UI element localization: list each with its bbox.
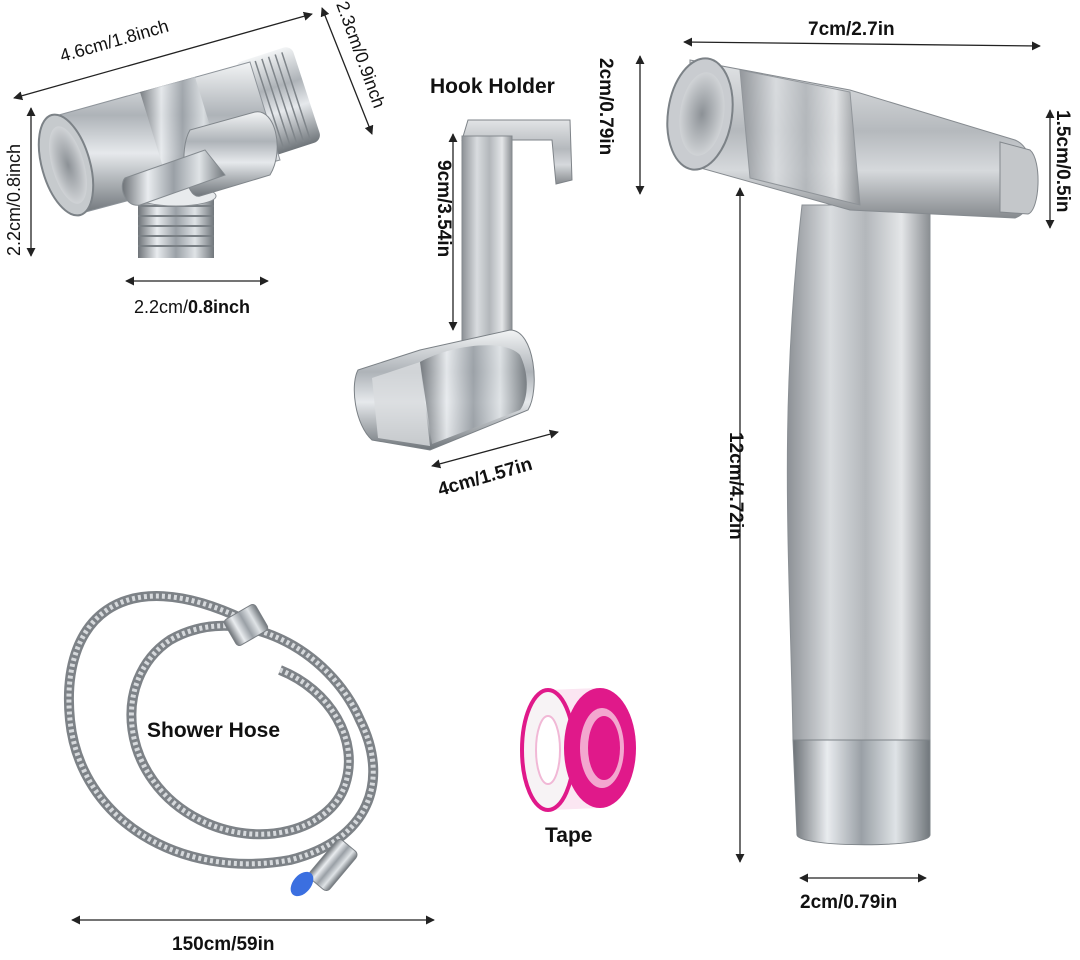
sprayer-head-label: 2cm/0.79in [595,58,616,155]
hose-bottom-fitting [308,839,358,891]
hose-length-label: 150cm/59in [172,934,274,955]
tape-title: Tape [545,824,592,847]
hook-strip [461,135,513,347]
sprayer-width-label: 7cm/2.7in [808,19,895,40]
hook-height-label: 9cm/3.54in [433,160,454,257]
sprayer-base-collar [792,739,931,846]
hose-top-nut [223,603,269,647]
sprayer-tail-label: 1.5cm/0.5in [1052,110,1073,212]
tape-roll [520,688,636,812]
hook-holder-title: Hook Holder [430,75,555,98]
shower-hose [64,591,379,897]
shower-hose-title: Shower Hose [147,719,280,742]
sprayer-handle [786,204,931,741]
hose-blue-cap [290,871,314,897]
diverter-base-label: 2.2cm/0.8inch [134,297,250,317]
dim-line-sprayer-width [683,37,1041,51]
diverter-inlet-label: 2.2cm/0.8inch [4,144,24,256]
sprayer-base-label: 2cm/0.79in [800,892,897,913]
dim-line-diverter-height [320,7,374,135]
sprayer-length-label: 12cm/4.72in [725,432,746,540]
dim-line-hook-width [431,429,559,469]
dim-line-diverter-length [13,11,313,101]
hook-holder [353,119,573,451]
sprayer [666,57,1039,846]
diverter-valve [37,47,320,258]
